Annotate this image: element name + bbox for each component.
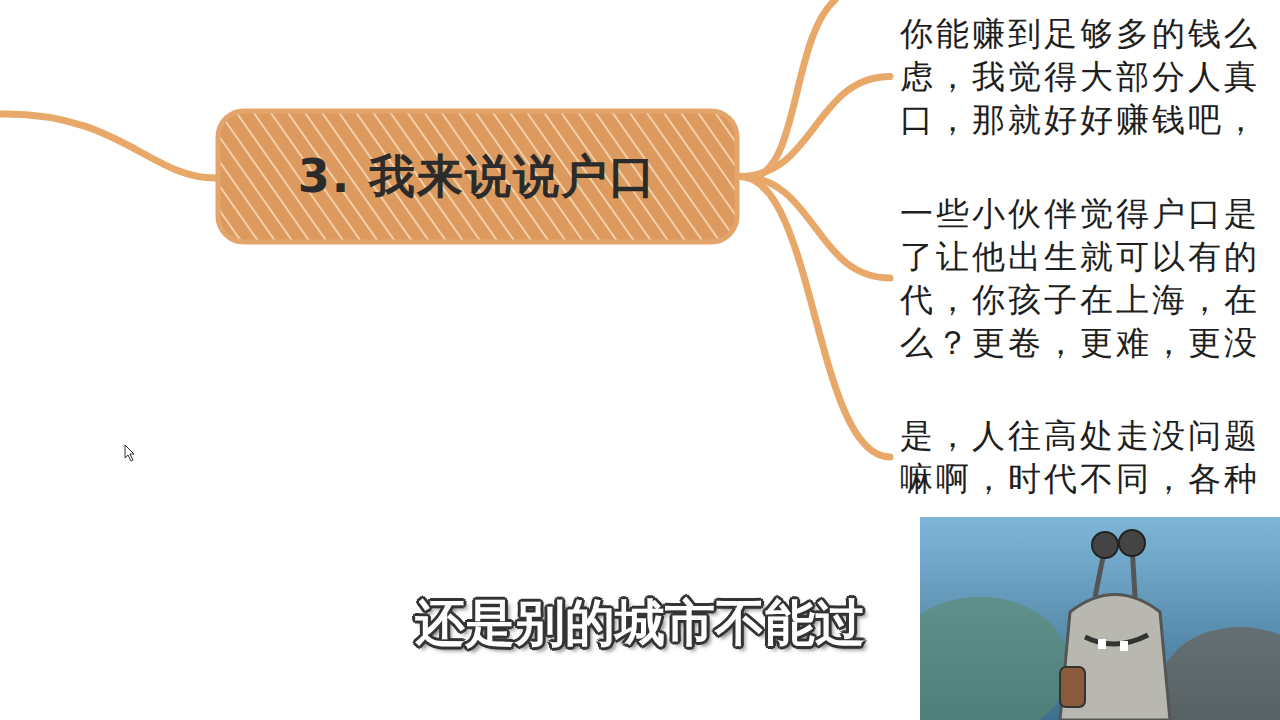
video-subtitle: 还是别的城市不能过 — [415, 590, 865, 657]
subtopic: 是，人往高处走没问题 嘛啊，时代不同，各种 — [900, 414, 1272, 500]
mindmap-branch — [0, 114, 215, 178]
subtopic: 你能赚到足够多的钱么 虑，我觉得大部分人真 口，那就好好赚钱吧， — [900, 12, 1272, 141]
central-topic: 3. 我来说说户口 — [215, 108, 740, 245]
mindmap-branch — [740, 77, 890, 177]
subtopic: 一些小伙伴觉得户口是 了让他出生就可以有的 代，你孩子在上海，在 么？更卷，更难… — [900, 192, 1272, 364]
topic-title: 3. 我来说说户口 — [298, 146, 658, 208]
mindmap-branch — [740, 177, 890, 279]
topic-text: 是，人往高处走没问题 嘛啊，时代不同，各种 — [900, 414, 1272, 500]
video-thumbnail — [920, 517, 1280, 720]
mindmap-branch — [740, 177, 890, 458]
topic-text: 你能赚到足够多的钱么 虑，我觉得大部分人真 口，那就好好赚钱吧， — [900, 12, 1272, 141]
topic-text: 一些小伙伴觉得户口是 了让他出生就可以有的 代，你孩子在上海，在 么？更卷，更难… — [900, 192, 1272, 364]
mouse-cursor — [125, 445, 134, 461]
